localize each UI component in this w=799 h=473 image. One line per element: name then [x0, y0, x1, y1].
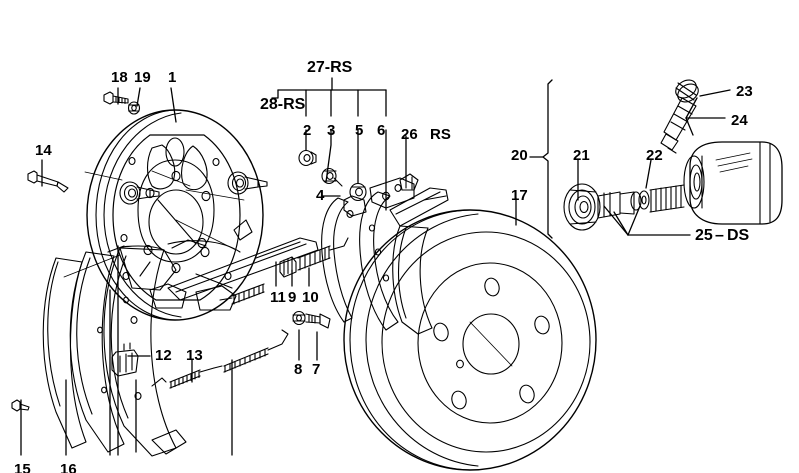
callout-24: 24 [731, 112, 748, 129]
part-15-screw [11, 399, 30, 412]
part-11-parking-brake-lever [167, 237, 319, 301]
part-25-cup-seals [630, 190, 650, 211]
part-23-bleeder-cap [675, 79, 699, 103]
callout-25: 25 [695, 227, 713, 244]
part-26-shoe-clip [399, 173, 419, 191]
callout-6: 6 [377, 122, 386, 139]
part-24-bleeder-screw [660, 97, 697, 154]
part-3-hold-down-spring [321, 167, 343, 187]
callout-21: 21 [573, 147, 590, 164]
callout-20: 20 [511, 147, 528, 164]
part-13-return-spring-short [151, 367, 215, 389]
callout-13: 13 [186, 347, 203, 364]
part-10-adjuster-spring-secondary [219, 283, 265, 305]
callout-3: 3 [327, 122, 336, 139]
callout-11: 11 [270, 289, 286, 306]
callout-25-dash: – [715, 227, 724, 244]
part-2-hold-down-cup [298, 149, 317, 167]
part-4-brake-shoe-front-lower [103, 247, 187, 457]
callout-28-rs: 28-RS [260, 96, 306, 113]
callout-7: 7 [312, 361, 321, 378]
callout-9: 9 [288, 289, 297, 306]
callout-17: 17 [511, 187, 528, 204]
callout-10: 10 [302, 289, 319, 306]
callout-22: 22 [646, 147, 663, 164]
callout-23: 23 [736, 83, 753, 100]
callout-26: 26 [401, 126, 418, 143]
part-1-backing-plate [63, 109, 268, 321]
callout-15: 15 [14, 461, 31, 473]
callout-25-ds: DS [727, 227, 750, 244]
part-19-washer [127, 101, 141, 115]
part-10-adjuster-spring [297, 237, 349, 271]
part-27-rs-shoe-arc [389, 187, 449, 335]
part-6-brake-shoe-rear [359, 177, 415, 331]
part-13-return-spring-long [213, 329, 289, 373]
part-5-washer [349, 182, 367, 202]
callout-8: 8 [294, 361, 303, 378]
part-18-bolt [103, 91, 129, 105]
part-6-brake-shoe-rear-lower [107, 240, 241, 304]
part-25-piston [597, 191, 635, 219]
callout-5: 5 [355, 122, 364, 139]
callout-18: 18 [111, 69, 128, 86]
part-17-brake-drum [343, 209, 597, 471]
callout-4: 4 [316, 187, 325, 204]
part-7-hex-bolt [305, 313, 331, 329]
part-16-brake-lining-inner [69, 251, 125, 453]
part-22-cylinder-spring [649, 184, 685, 213]
part-14-bolt [27, 170, 69, 193]
part-20-wheel-cylinder-body [683, 141, 783, 225]
callout-16: 16 [60, 461, 77, 473]
callout-2: 2 [303, 122, 312, 139]
part-8-lock-washer [292, 310, 306, 326]
callout-rs: RS [430, 126, 451, 143]
part-16-brake-lining-outer [42, 257, 87, 449]
part-12-retaining-clip [111, 342, 139, 377]
callout-14: 14 [35, 142, 52, 159]
part-9-adjuster-sleeve [279, 256, 297, 278]
callout-12: 12 [155, 347, 172, 364]
callout-19: 19 [134, 69, 151, 86]
part-21-piston-boot [563, 183, 601, 231]
callout-27-rs: 27-RS [307, 59, 353, 76]
callout-1: 1 [168, 69, 177, 86]
